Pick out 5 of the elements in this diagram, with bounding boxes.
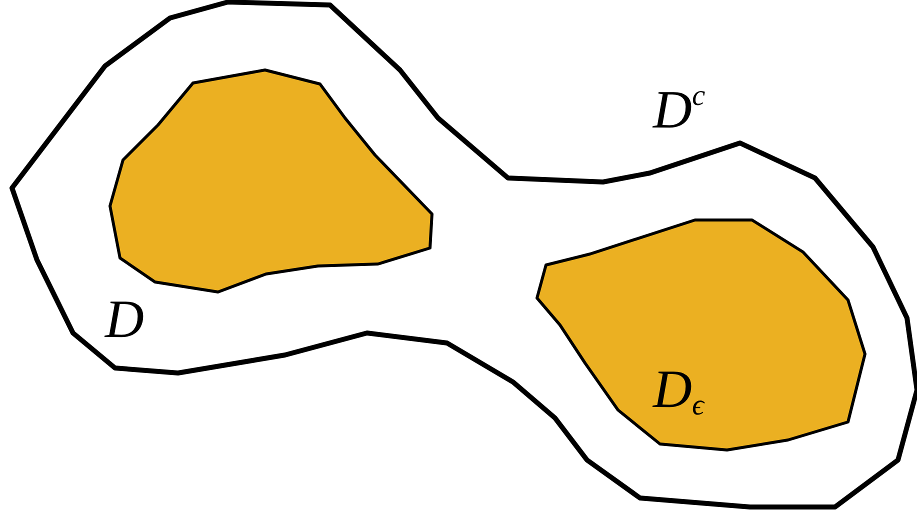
region-label: D$_{ϵ}$ bbox=[653, 362, 704, 422]
region-label: D bbox=[105, 292, 144, 346]
region-label: D$^{c}$ bbox=[653, 82, 706, 136]
filled-region bbox=[108, 68, 434, 294]
filled-region bbox=[536, 218, 866, 452]
